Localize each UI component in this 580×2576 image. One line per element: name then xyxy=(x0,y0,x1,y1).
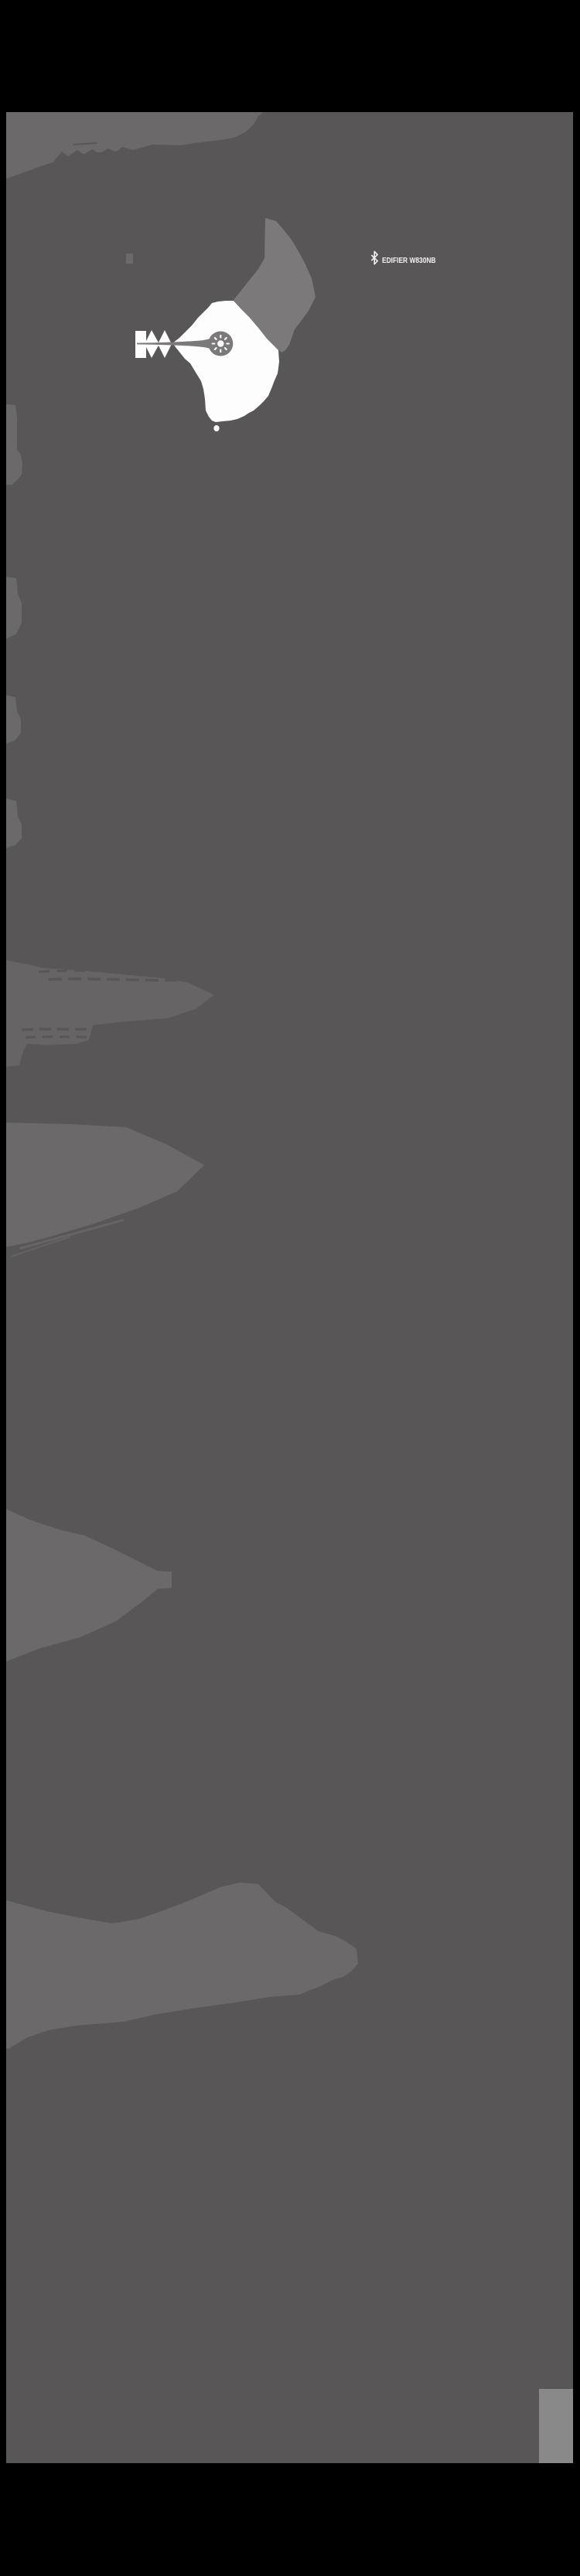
svg-text:EDIFIER W830NB: EDIFIER W830NB xyxy=(382,257,436,265)
